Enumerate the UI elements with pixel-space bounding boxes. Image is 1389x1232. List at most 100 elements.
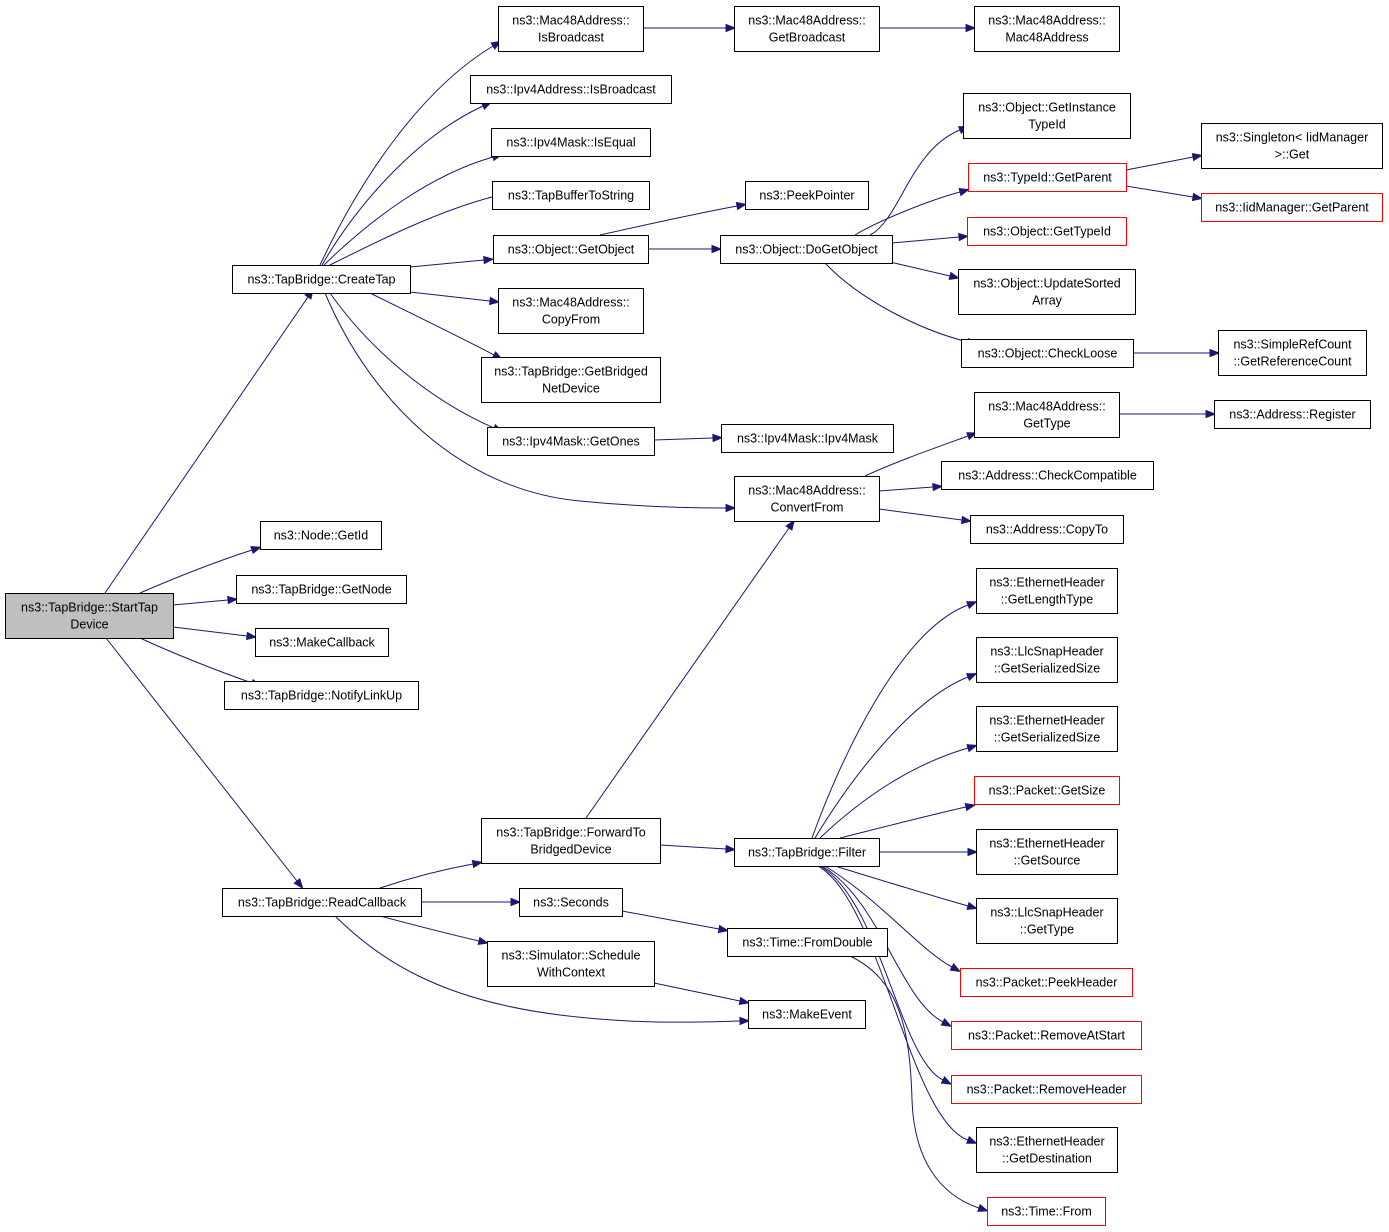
edge-arrowhead xyxy=(227,595,239,605)
node-seconds[interactable]: ns3::Seconds xyxy=(519,888,623,917)
node-copyto[interactable]: ns3::Address::CopyTo xyxy=(970,515,1124,544)
edge-line xyxy=(621,910,720,930)
edge-line xyxy=(1125,185,1194,198)
node-ipv4mask_getones[interactable]: ns3::Ipv4Mask::GetOnes xyxy=(487,427,655,456)
node-mac_convertfrom[interactable]: ns3::Mac48Address::ConvertFrom xyxy=(734,476,880,522)
node-llc_getserializedsize[interactable]: ns3::LlcSnapHeader::GetSerializedSize xyxy=(976,637,1118,683)
node-checkloose[interactable]: ns3::Object::CheckLoose xyxy=(961,339,1134,368)
node-tapbuffertostring[interactable]: ns3::TapBufferToString xyxy=(492,181,650,210)
node-eth_getsource[interactable]: ns3::EthernetHeader::GetSource xyxy=(976,829,1118,875)
edge-line xyxy=(834,865,969,907)
node-createtap[interactable]: ns3::TapBridge::CreateTap xyxy=(232,265,411,294)
node-label-line: ns3::Ipv4Mask::IsEqual xyxy=(506,136,635,150)
node-label-line: ns3::TapBridge::Filter xyxy=(748,846,866,860)
node-time_fromdouble[interactable]: ns3::Time::FromDouble xyxy=(727,928,888,957)
edge-line xyxy=(891,236,960,244)
node-getid[interactable]: ns3::Node::GetId xyxy=(260,521,382,550)
node-mac_isbroadcast[interactable]: ns3::Mac48Address::IsBroadcast xyxy=(498,6,644,52)
node-packet_removeheader[interactable]: ns3::Packet::RemoveHeader xyxy=(951,1075,1142,1104)
edge-arrowhead xyxy=(712,433,724,443)
edge-filter-to-eth_getsource xyxy=(879,847,979,857)
node-packet_peekheader[interactable]: ns3::Packet::PeekHeader xyxy=(960,968,1133,997)
node-box xyxy=(974,6,1120,52)
node-label-line: ns3::Singleton< IidManager xyxy=(1216,131,1369,145)
node-packet_getsize[interactable]: ns3::Packet::GetSize xyxy=(974,776,1120,805)
node-box xyxy=(976,898,1118,944)
node-label-line: ::GetSerializedSize xyxy=(994,662,1100,676)
edge-mac_isbroadcast-to-mac_getbroadcast xyxy=(643,23,737,33)
node-label-line: ns3::Object::GetTypeId xyxy=(983,225,1111,239)
node-ipv4addr_isbroadcast[interactable]: ns3::Ipv4Address::IsBroadcast xyxy=(470,75,672,104)
edge-arrowhead xyxy=(966,744,978,753)
node-singleton_get[interactable]: ns3::Singleton< IidManager>::Get xyxy=(1201,123,1383,169)
node-getnode[interactable]: ns3::TapBridge::GetNode xyxy=(236,575,407,604)
node-filter[interactable]: ns3::TapBridge::Filter xyxy=(734,838,880,867)
node-box xyxy=(951,1021,1142,1050)
node-box xyxy=(498,288,644,334)
node-simplerefcount[interactable]: ns3::SimpleRefCount::GetReferenceCount xyxy=(1218,330,1367,376)
node-notifylinkup[interactable]: ns3::TapBridge::NotifyLinkUp xyxy=(224,681,419,710)
edge-line xyxy=(814,676,969,839)
node-box xyxy=(734,838,880,867)
node-label-line: ::GetSource xyxy=(1014,854,1081,868)
node-dogetobject[interactable]: ns3::Object::DoGetObject xyxy=(720,235,893,264)
node-eth_getdestination[interactable]: ns3::EthernetHeader::GetDestination xyxy=(976,1127,1118,1173)
edge-line xyxy=(329,292,495,429)
edge-arrowhead xyxy=(717,924,730,934)
edge-object_getobject-to-dogetobject xyxy=(648,244,723,254)
node-label-line: CopyFrom xyxy=(542,313,600,327)
edge-line xyxy=(321,105,484,266)
node-mac_ctor[interactable]: ns3::Mac48Address::Mac48Address xyxy=(974,6,1120,52)
edge-line xyxy=(878,486,934,492)
node-label-line: ns3::TapBufferToString xyxy=(508,189,634,203)
node-box xyxy=(232,265,411,294)
node-packet_removeatstart[interactable]: ns3::Packet::RemoveAtStart xyxy=(951,1021,1142,1050)
node-peekpointer[interactable]: ns3::PeekPointer xyxy=(745,181,869,210)
edge-line xyxy=(653,982,741,1002)
node-eth_getserializedsize[interactable]: ns3::EthernetHeader::GetSerializedSize xyxy=(976,706,1118,752)
node-label-line: ns3::Seconds xyxy=(533,896,609,910)
node-iidmanager_getparent[interactable]: ns3::IidManager::GetParent xyxy=(1201,193,1383,222)
node-ipv4mask_ctor[interactable]: ns3::Ipv4Mask::Ipv4Mask xyxy=(721,424,894,453)
node-box xyxy=(968,163,1127,192)
node-mac_getbroadcast[interactable]: ns3::Mac48Address::GetBroadcast xyxy=(734,6,880,52)
node-llc_gettype[interactable]: ns3::LlcSnapHeader::GetType xyxy=(976,898,1118,944)
node-box xyxy=(963,93,1131,139)
node-checkcompatible[interactable]: ns3::Address::CheckCompatible xyxy=(941,461,1154,490)
node-label-line: ns3::Object::GetObject xyxy=(508,243,635,257)
node-label-line: ns3::Mac48Address:: xyxy=(988,14,1105,28)
node-ipv4mask_isequal[interactable]: ns3::Ipv4Mask::IsEqual xyxy=(491,128,651,157)
node-label-line: ns3::Mac48Address:: xyxy=(988,400,1105,414)
node-readcallback[interactable]: ns3::TapBridge::ReadCallback xyxy=(222,888,422,917)
node-box xyxy=(1214,400,1371,429)
node-address_register[interactable]: ns3::Address::Register xyxy=(1214,400,1371,429)
node-makecallback[interactable]: ns3::MakeCallback xyxy=(255,628,389,657)
node-makeevent[interactable]: ns3::MakeEvent xyxy=(748,1000,866,1029)
node-label-line: NetDevice xyxy=(542,382,600,396)
edge-line xyxy=(817,865,969,1141)
node-label-line: ns3::Node::GetId xyxy=(274,529,369,543)
node-typeid_getparent[interactable]: ns3::TypeId::GetParent xyxy=(968,163,1127,192)
node-object_gettypeid[interactable]: ns3::Object::GetTypeId xyxy=(967,217,1127,246)
edge-arrowhead xyxy=(1191,152,1204,162)
node-time_from[interactable]: ns3::Time::From xyxy=(987,1197,1106,1226)
node-eth_getlengthtype[interactable]: ns3::EthernetHeader::GetLengthType xyxy=(976,568,1118,614)
node-object_getobject[interactable]: ns3::Object::GetObject xyxy=(493,235,649,264)
edge-createtap-to-mac_isbroadcast xyxy=(319,40,502,266)
edge-arrowhead xyxy=(483,255,495,265)
node-mac_gettype[interactable]: ns3::Mac48Address::GetType xyxy=(974,392,1120,438)
node-mac_copyfrom[interactable]: ns3::Mac48Address::CopyFrom xyxy=(498,288,644,334)
node-label-line: ::GetDestination xyxy=(1002,1152,1092,1166)
edge-arrowhead xyxy=(1209,348,1221,358)
node-label-line: ConvertFrom xyxy=(771,501,844,515)
node-box xyxy=(745,181,869,210)
node-label-line: ns3::TapBridge::ForwardTo xyxy=(496,826,645,840)
node-box xyxy=(987,1197,1106,1226)
